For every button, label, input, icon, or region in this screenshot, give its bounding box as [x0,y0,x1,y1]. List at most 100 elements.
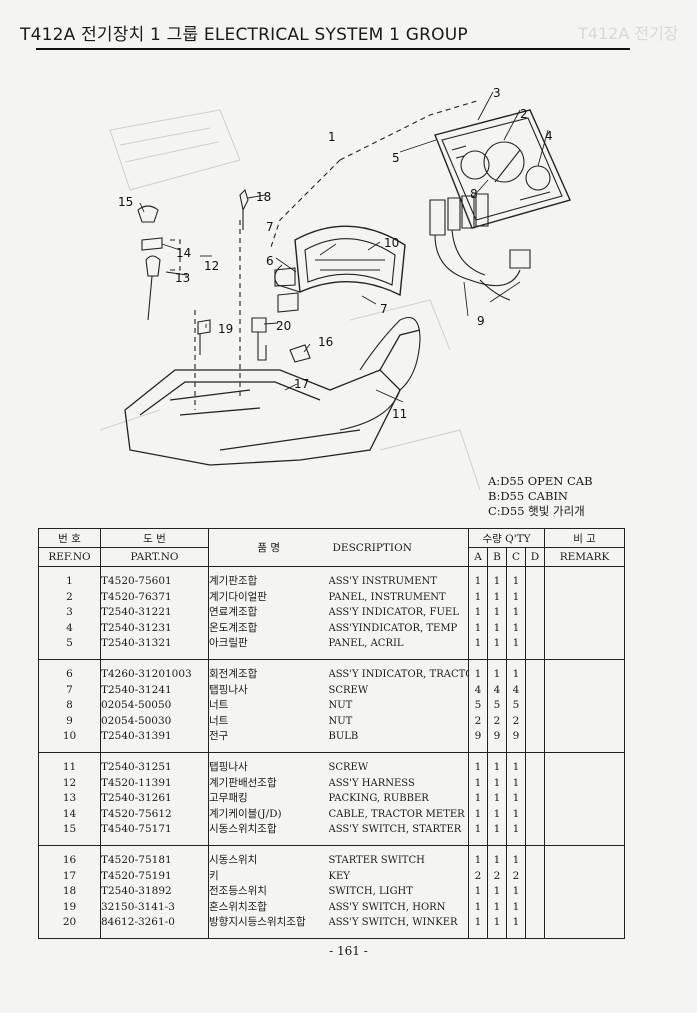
cell-d [524,884,545,900]
cell-part: T4520-11391 [100,775,209,792]
cell-d [524,666,545,683]
cell-c: 1 [506,574,526,590]
cell-b: 1 [487,791,507,807]
callout-label: 5 [392,151,400,165]
page-number: - 161 - [329,944,368,958]
cell-c: 1 [506,915,526,931]
cell-b: 1 [487,666,507,683]
cell-part: T2540-31391 [100,729,209,745]
cell-part: 32150-3141-3 [100,899,209,916]
cell-kor: 키 [208,868,329,885]
cell-desc: ASS'Y INSTRUMENT [328,576,437,587]
cell-ref: 8 [38,698,101,714]
cell-ref: 11 [38,759,101,776]
callout-label: 7 [380,302,388,316]
cell-part: T4520-75191 [100,868,209,885]
cell-d [524,698,545,714]
cell-d [524,636,545,652]
cell-part: T2540-31321 [100,636,209,652]
cell-ref: 12 [38,775,101,792]
header-part-kor: 도 번 [100,528,209,548]
cell-remark [544,775,626,792]
cell-c: 1 [506,852,526,869]
cell-d [524,868,545,885]
cell-kor: 전조등스위치 [208,884,329,900]
cell-d [524,915,545,931]
cell-ref: 4 [38,620,101,637]
cell-a: 1 [468,915,488,931]
cell-part: T4520-76371 [100,589,209,606]
callout-label: 14 [176,246,191,260]
cell-desc: SCREW [328,684,369,696]
cell-c: 1 [506,636,526,652]
cell-c: 1 [506,605,526,621]
cell-d [524,791,545,807]
cell-b: 1 [487,620,507,637]
cell-a: 1 [468,791,488,807]
cell-desc: PANEL, INSTRUMENT [328,591,446,603]
cell-c: 1 [506,884,526,900]
cell-kor: 너트 [208,698,329,714]
cell-part: T2540-31221 [100,605,209,621]
header-ref-kor: 번 호 [38,528,101,548]
cell-remark [544,698,626,714]
cell-kor: 계기판배선조합 [208,775,329,792]
callout-label: 10 [384,236,399,250]
cell-kor: 회전계조합 [208,666,329,683]
cell-remark [544,822,626,838]
cell-part: 84612-3261-0 [100,915,209,931]
cell-kor: 아크릴판 [208,636,329,652]
cell-b: 2 [487,868,507,885]
cell-part: T2540-31251 [100,759,209,776]
cell-a: 1 [468,605,488,621]
header-part-eng: PART.NO [100,547,209,567]
cell-d [524,620,545,637]
cell-part: 02054-50030 [100,713,209,730]
cell-kor: 고무패킹 [208,791,329,807]
cell-b: 1 [487,852,507,869]
cell-a: 1 [468,884,488,900]
cell-desc: NUT [328,700,353,712]
cell-desc: STARTER SWITCH [328,854,425,866]
callout-label: 17 [294,377,309,391]
cell-remark [544,884,626,900]
callout-label: 2 [520,107,528,121]
cell-desc: PACKING, RUBBER [328,793,429,805]
cell-c: 4 [506,682,526,699]
cell-d [524,729,545,745]
cell-kor: 혼스위치조합 [208,899,329,916]
callout-label: 11 [392,407,407,421]
cell-c: 2 [506,713,526,730]
cell-a: 1 [468,636,488,652]
cell-kor: 탭핑나사 [208,682,329,699]
cell-remark [544,868,626,885]
cell-a: 1 [468,620,488,637]
cell-d [524,806,545,823]
cell-a: 1 [468,759,488,776]
cell-b: 1 [487,806,507,823]
callout-label: 12 [204,259,219,273]
cell-c: 1 [506,806,526,823]
cell-ref: 9 [38,713,101,730]
legend-item: A:D55 OPEN CAB [488,474,593,488]
cell-desc: ASS'Y SWITCH, WINKER [328,917,458,929]
callout-label: 13 [175,271,190,285]
callout-label: 6 [266,254,274,268]
header-ref-eng: REF.NO [38,547,101,567]
cell-remark [544,589,626,606]
cell-ref: 13 [38,791,101,807]
header-name-kor: 품 명 [208,528,329,567]
cell-a: 1 [468,822,488,838]
cell-remark [544,899,626,916]
callout-label: 15 [118,195,133,209]
cell-a: 5 [468,698,488,714]
